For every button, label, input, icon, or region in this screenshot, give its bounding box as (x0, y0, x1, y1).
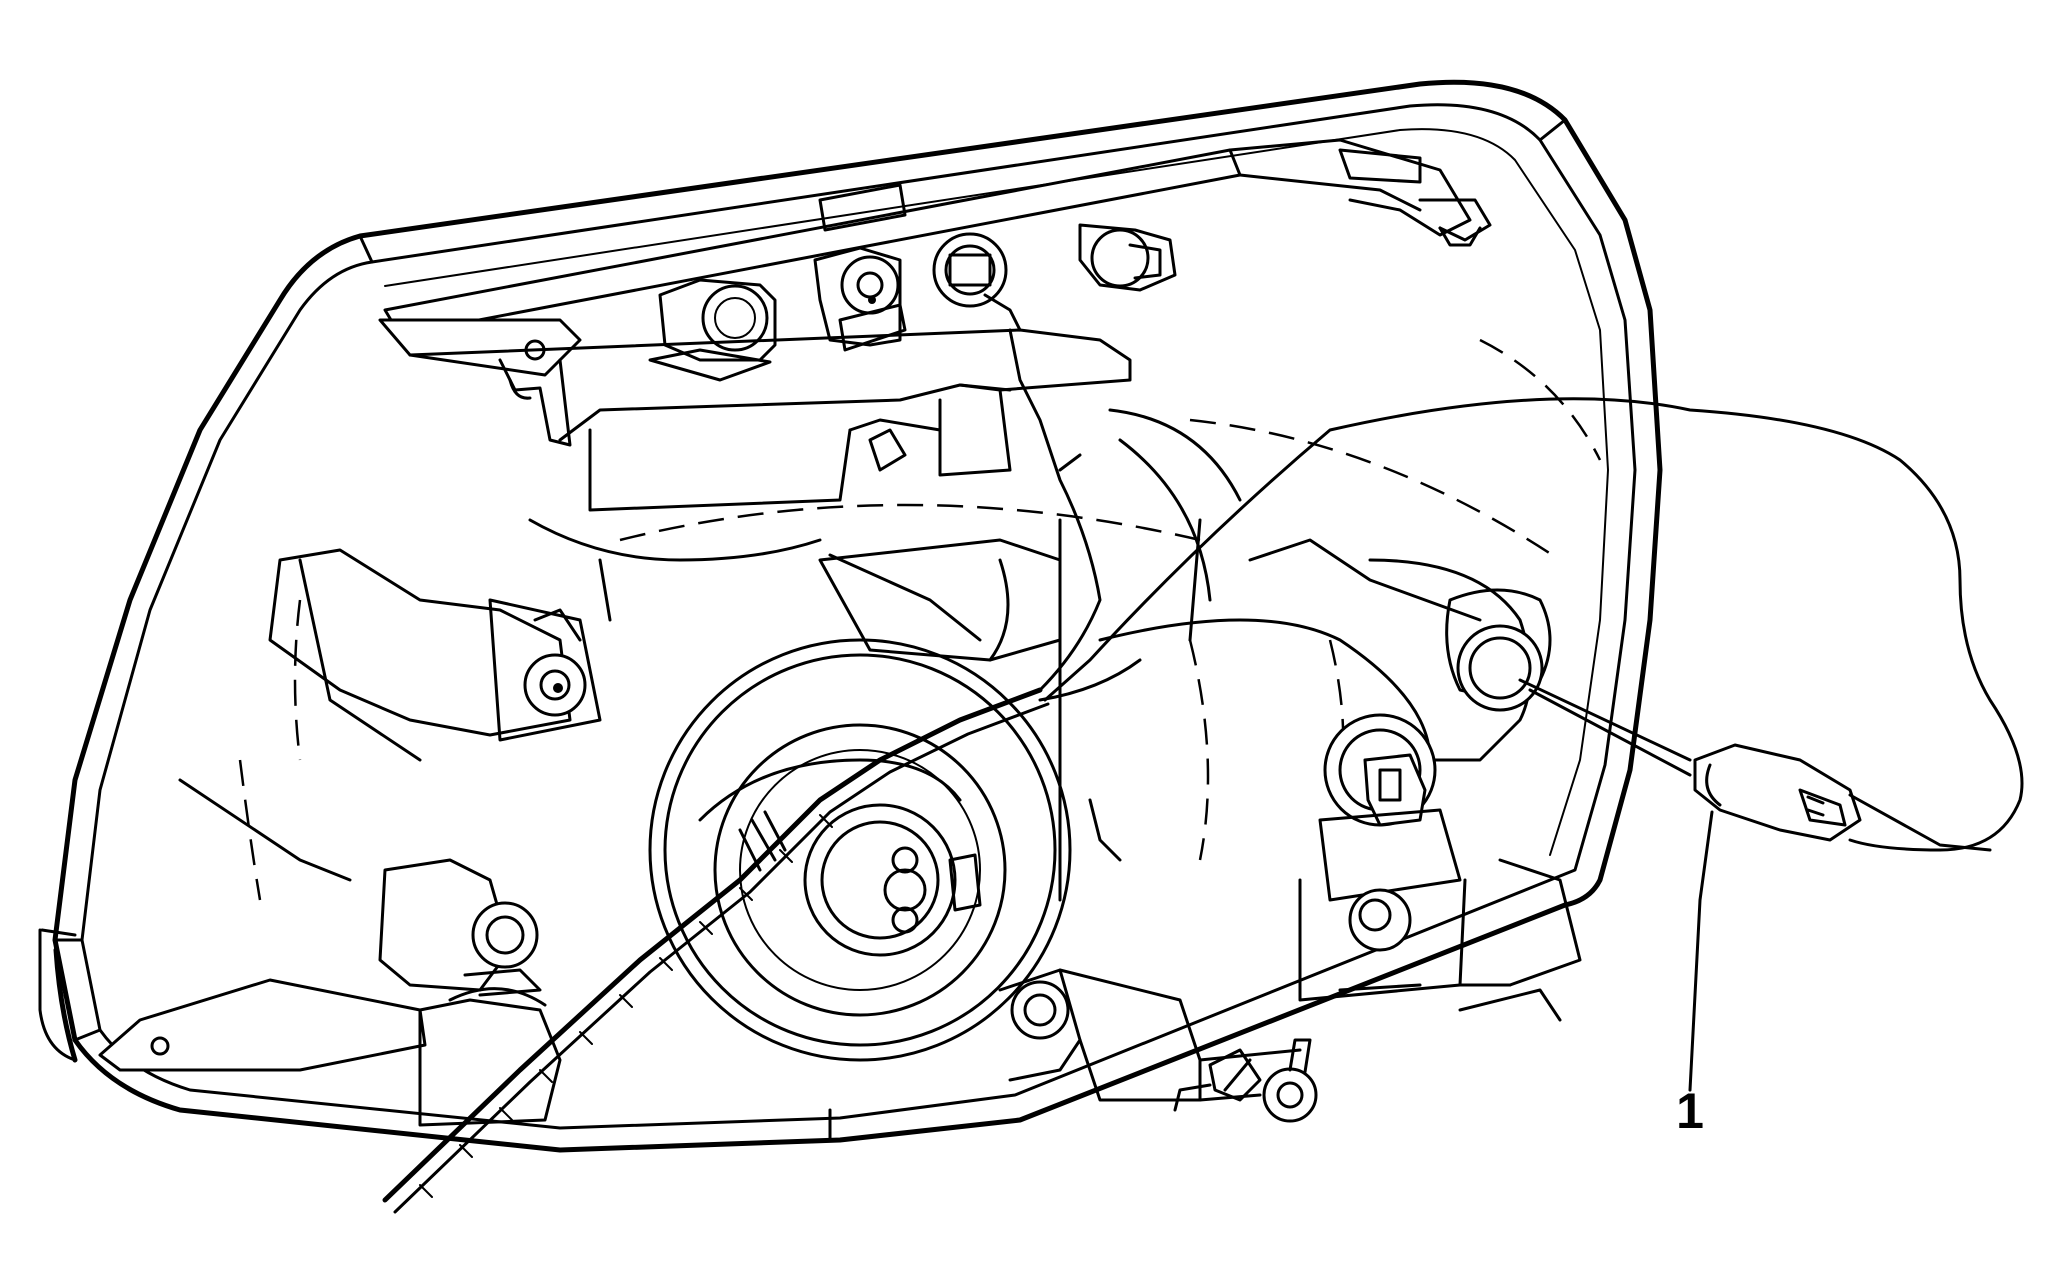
callout-1: 1 (1676, 810, 1714, 1139)
lower-clip (1173, 1038, 1318, 1123)
high-beam-socket (1248, 538, 1532, 1002)
upper-bulb-1 (648, 278, 777, 382)
low-beam-socket (648, 638, 1072, 1062)
callout-1-leader-line (1688, 810, 1714, 1092)
housing-structure-lines (178, 518, 1582, 1022)
reflector-inner-body (818, 408, 1242, 902)
side-marker-connector (1693, 743, 1992, 852)
upper-bulb-2 (813, 246, 907, 352)
upper-left-mounting-tab (378, 318, 582, 447)
lower-left-mounting-tab (98, 978, 562, 1127)
middle-left-bulb (268, 548, 602, 742)
upper-housing-shelf (408, 328, 1132, 512)
lower-base-bolt-boss (828, 968, 1302, 1142)
top-mounting-rail (383, 138, 1492, 337)
upper-bulb-3-socket (932, 232, 1022, 332)
side-marker-socket (1445, 588, 1692, 777)
lower-left-bulb (378, 858, 542, 997)
wiring-harness (382, 328, 2024, 1214)
housing-outline (38, 79, 1663, 1153)
upper-bulb-4 (1078, 223, 1177, 292)
callout-1-label: 1 (1676, 1083, 1704, 1139)
